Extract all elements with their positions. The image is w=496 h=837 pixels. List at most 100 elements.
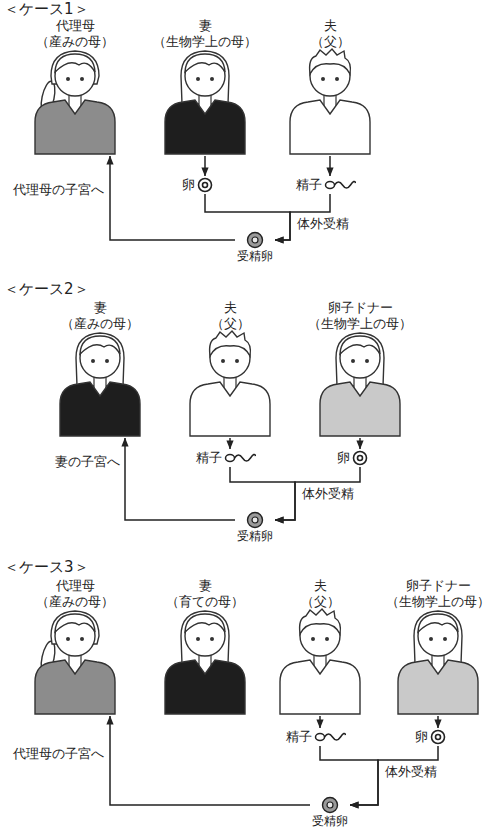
- eye: [105, 359, 109, 363]
- egg-symbol: [352, 450, 368, 466]
- shirt: [165, 100, 245, 154]
- hair-back: [181, 51, 229, 104]
- egg-node: 卵: [181, 176, 213, 194]
- person-name: 卵子ドナー: [383, 578, 493, 594]
- person-name: 代理母: [20, 578, 130, 594]
- person-node: 妻（生物学上の母）: [150, 18, 260, 156]
- sperm-node: 精子: [294, 176, 356, 194]
- edge-label: 代理母の子宮へ: [8, 746, 104, 762]
- eye: [335, 77, 339, 81]
- connector-arrow: [110, 156, 235, 240]
- person-role: （産みの母）: [20, 594, 130, 610]
- connector-group: [110, 156, 438, 805]
- hair-bangs: [55, 54, 95, 72]
- eye: [429, 637, 433, 641]
- cell-label: 受精卵: [312, 814, 348, 829]
- person-name: 妻: [45, 300, 155, 316]
- zygote-inner: [327, 802, 333, 808]
- hair-bangs: [340, 336, 380, 354]
- case-heading: ＜ケース3＞: [4, 558, 89, 576]
- sperm-symbol: [314, 728, 346, 746]
- egg-inner: [358, 456, 363, 461]
- eye: [221, 359, 225, 363]
- egg-outer: [199, 179, 212, 192]
- case-heading: ＜ケース1＞: [4, 0, 89, 18]
- person-role: （生物学上の母）: [383, 594, 493, 610]
- shirt: [398, 660, 478, 714]
- cell-label: 受精卵: [237, 249, 273, 264]
- eye: [321, 77, 325, 81]
- person-role: （父）: [175, 316, 285, 332]
- person-name: 夫: [275, 18, 385, 34]
- eye: [325, 637, 329, 641]
- sperm-symbol: [224, 449, 256, 467]
- eye: [443, 637, 447, 641]
- person-node: 夫（父）: [265, 578, 375, 716]
- person-name: 妻: [150, 578, 260, 594]
- egg-symbol: [197, 177, 213, 193]
- zygote-node: 受精卵: [310, 796, 350, 830]
- hair-back: [76, 333, 124, 386]
- eye: [365, 359, 369, 363]
- zygote-outer: [248, 233, 263, 248]
- hair: [310, 49, 351, 74]
- edge-label: 体外受精: [302, 486, 372, 502]
- person-node: 妻（育ての母）: [150, 578, 260, 716]
- cell-label: 卵: [336, 450, 350, 466]
- cell-label: 精子: [194, 450, 222, 466]
- person-name: 代理母: [20, 18, 130, 34]
- zygote-symbol: [246, 231, 264, 249]
- connector-arrow: [329, 156, 331, 176]
- shirt: [165, 660, 245, 714]
- egg-inner: [436, 735, 441, 740]
- hair-bangs: [80, 336, 120, 354]
- zygote-symbol: [246, 511, 264, 529]
- eye: [66, 637, 70, 641]
- sperm-node: 精子: [194, 449, 256, 467]
- person-node: 妻（産みの母）: [45, 300, 155, 438]
- person-name: 卵子ドナー: [305, 300, 415, 316]
- zygote-outer: [248, 513, 263, 528]
- person-role: （産みの母）: [45, 316, 155, 332]
- connector-arrow: [320, 746, 378, 805]
- eye: [351, 359, 355, 363]
- person-node: 卵子ドナー（生物学上の母）: [305, 300, 415, 438]
- egg-inner: [203, 183, 208, 188]
- shirt: [190, 382, 270, 436]
- sperm-tail: [235, 454, 256, 461]
- case-heading: ＜ケース2＞: [4, 280, 89, 298]
- cell-label: 卵: [414, 729, 428, 745]
- person-node: 夫（父）: [175, 300, 285, 438]
- shirt: [35, 100, 115, 154]
- edge-label: 代理母の子宮へ: [8, 182, 104, 198]
- eye: [66, 77, 70, 81]
- hair: [210, 331, 251, 356]
- cell-label: 精子: [294, 177, 322, 193]
- hair-back: [336, 333, 384, 386]
- eye: [210, 637, 214, 641]
- zygote-node: 受精卵: [235, 511, 275, 545]
- egg-outer: [354, 452, 367, 465]
- zygote-outer: [323, 798, 338, 813]
- connector-arrow: [229, 438, 231, 449]
- connector-arrow: [125, 438, 235, 520]
- shirt: [35, 660, 115, 714]
- connector-arrow: [437, 716, 439, 728]
- zygote-node: 受精卵: [235, 231, 275, 265]
- egg-symbol: [430, 729, 446, 745]
- person-role: （産みの母）: [20, 34, 130, 50]
- person-role: （生物学上の母）: [305, 316, 415, 332]
- sperm-head: [326, 182, 335, 189]
- egg-node: 卵: [336, 449, 368, 467]
- person-name: 夫: [265, 578, 375, 594]
- connector-arrow: [359, 438, 361, 449]
- person-role: （生物学上の母）: [150, 34, 260, 50]
- egg-node: 卵: [414, 728, 446, 746]
- sperm-tail: [335, 181, 356, 188]
- zygote-inner: [252, 237, 258, 243]
- shirt: [280, 660, 360, 714]
- person-node: 夫（父）: [275, 18, 385, 156]
- hair-bangs: [185, 54, 225, 72]
- hair-back: [414, 611, 462, 664]
